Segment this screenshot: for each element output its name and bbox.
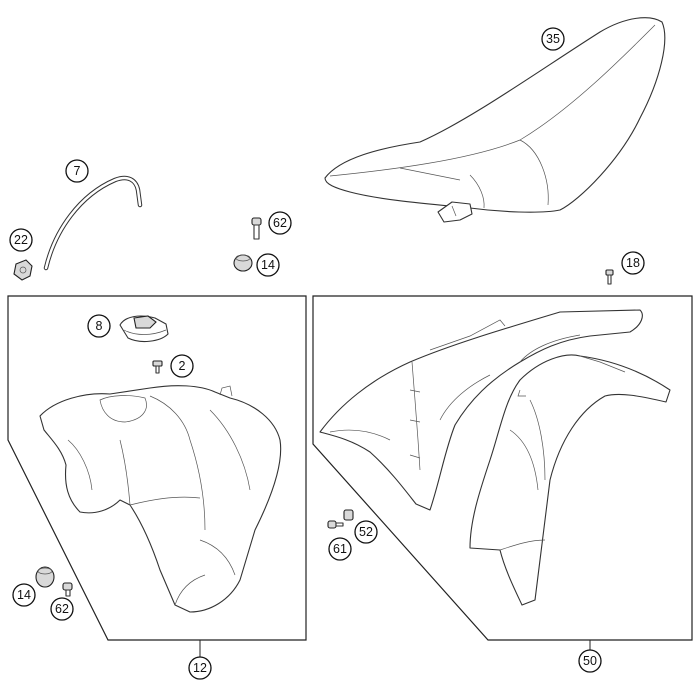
callout-collar-screw: 61 xyxy=(328,537,352,561)
spoiler-group-frame xyxy=(312,295,693,650)
hose-fitting xyxy=(13,259,33,281)
collar-screw xyxy=(327,520,344,529)
callout-hose-label: 7 xyxy=(74,164,81,178)
left-spoiler xyxy=(319,309,643,511)
callout-seat: 35 xyxy=(541,27,565,51)
screw-top xyxy=(251,217,262,240)
callout-cap-label: 8 xyxy=(96,319,103,333)
bushing-top xyxy=(233,254,253,272)
callout-screw-bottom-label: 62 xyxy=(55,602,69,616)
callout-spoiler-group: 50 xyxy=(578,649,602,673)
callout-collar-bushing-label: 52 xyxy=(359,525,373,539)
screw-right xyxy=(605,269,614,285)
vent-hose xyxy=(43,175,143,271)
callout-seat-label: 35 xyxy=(546,32,560,46)
tank-group-frame xyxy=(7,295,307,657)
callout-bushing-top-label: 14 xyxy=(261,258,275,272)
callout-cap: 8 xyxy=(87,314,111,338)
callout-cap-screw-label: 2 xyxy=(179,359,186,373)
callout-hose-fitting: 22 xyxy=(9,228,33,252)
callout-screw-top-label: 62 xyxy=(273,216,287,230)
right-spoiler xyxy=(469,354,671,606)
callout-hose: 7 xyxy=(65,159,89,183)
callout-hose-fitting-label: 22 xyxy=(14,233,28,247)
callout-spoiler-group-label: 50 xyxy=(583,654,597,668)
fuel-tank xyxy=(39,385,282,613)
cap-screw xyxy=(152,360,163,374)
callout-bushing-top: 14 xyxy=(256,253,280,277)
callout-screw-right: 18 xyxy=(621,251,645,275)
callout-screw-bottom: 62 xyxy=(50,597,74,621)
callout-bushing-bottom-label: 14 xyxy=(17,588,31,602)
bushing-bottom xyxy=(35,566,55,588)
fuel-cap xyxy=(119,315,169,343)
callout-cap-screw: 2 xyxy=(170,354,194,378)
callout-collar-bushing: 52 xyxy=(354,520,378,544)
callout-tank-group-label: 12 xyxy=(193,661,207,675)
callout-bushing-bottom: 14 xyxy=(12,583,36,607)
collar-bushing xyxy=(343,509,354,521)
seat xyxy=(324,17,666,223)
callout-screw-right-label: 18 xyxy=(626,256,640,270)
callout-collar-screw-label: 61 xyxy=(333,542,347,556)
callout-tank-group: 12 xyxy=(188,656,212,680)
screw-bottom xyxy=(62,582,73,597)
callout-screw-top: 62 xyxy=(268,211,292,235)
